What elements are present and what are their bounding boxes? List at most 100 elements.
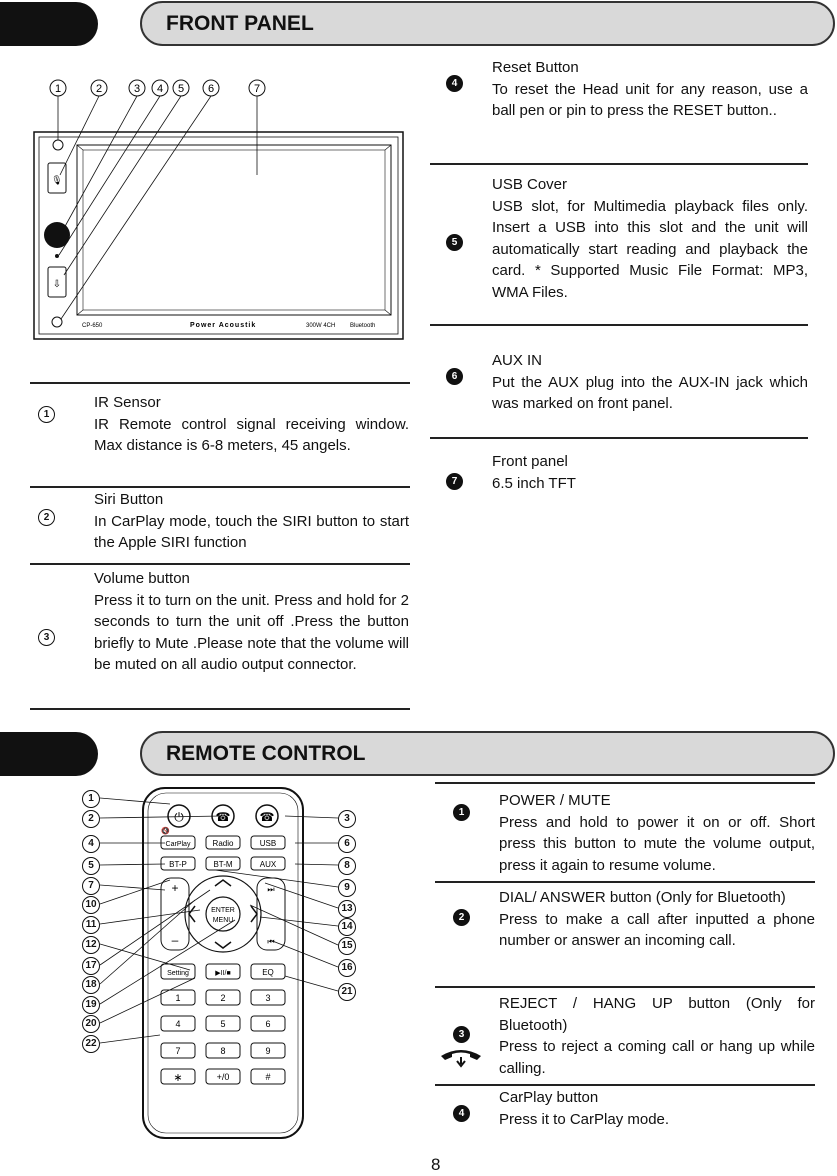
- remote-label-12: 12: [82, 936, 100, 954]
- item-number: 2: [453, 909, 470, 926]
- reset-hole: [55, 254, 59, 258]
- svg-text:2: 2: [96, 83, 102, 95]
- ir-sensor: [52, 139, 64, 151]
- remote-label-16: 16: [338, 959, 356, 977]
- item-front-panel: Front panel 6.5 inch TFT: [492, 451, 808, 494]
- remote-control-diagram: ⏻🔇 ☎ ☎ CarPlay Radio USB BT-P BT-M AUX +…: [142, 787, 304, 1139]
- item-title: Volume button: [94, 570, 190, 587]
- item-number: 7: [446, 473, 463, 490]
- diagram-label-4: 4: [151, 79, 169, 97]
- key-plus0: +/0: [217, 1072, 230, 1082]
- divider: [30, 382, 410, 384]
- item-body: Put the AUX plug into the AUX-IN jack wh…: [492, 373, 808, 413]
- svg-text:5: 5: [178, 83, 184, 95]
- remote-leader-lines: [99, 797, 339, 1044]
- remote-control-title: REMOTE CONTROL: [166, 742, 366, 765]
- eq-button: EQ: [262, 968, 274, 977]
- item-number: 4: [453, 1105, 470, 1122]
- svg-text:–: –: [172, 933, 179, 947]
- item-number: 3: [38, 629, 55, 646]
- divider: [435, 881, 815, 883]
- divider: [435, 782, 815, 784]
- remote-body: [142, 787, 304, 1139]
- item-number: 5: [446, 234, 463, 251]
- item-title: DIAL/ ANSWER button (Only for Bluetooth): [499, 889, 786, 906]
- svg-text:☎: ☎: [260, 810, 275, 824]
- item-number: 6: [446, 368, 463, 385]
- svg-text:1: 1: [55, 83, 61, 95]
- divider: [30, 563, 410, 565]
- menu-label: MENU: [213, 917, 234, 924]
- item-body: 6.5 inch TFT: [492, 474, 576, 492]
- device-model: CP-650: [82, 323, 103, 329]
- device-brand: Power Acoustik: [190, 322, 256, 329]
- device-spec: 300W 4CH: [306, 323, 335, 329]
- svg-text:⏭: ⏭: [267, 885, 274, 894]
- divider: [30, 486, 410, 488]
- item-number: 4: [446, 75, 463, 92]
- item-body: In CarPlay mode, touch the SIRI button t…: [94, 512, 409, 552]
- page-number: 8: [431, 1155, 441, 1174]
- item-body: Press to reject a coming call or hang up…: [499, 1038, 815, 1077]
- item-aux-in: AUX IN Put the AUX plug into the AUX-IN …: [492, 350, 808, 415]
- setting-button: Setting: [167, 970, 189, 977]
- svg-text:7: 7: [254, 83, 260, 95]
- key-9: 9: [265, 1046, 270, 1056]
- aux-button: AUX: [260, 860, 277, 869]
- svg-text:6: 6: [208, 83, 214, 95]
- aux-jack: [51, 316, 63, 328]
- svg-text:⇩: ⇩: [53, 279, 61, 290]
- bt-p-button: BT-P: [169, 860, 187, 869]
- item-title: REJECT / HANG UP button (Only for Blueto…: [499, 995, 815, 1034]
- front-panel-diagram: 1 2 3 4 5 6 7 🎙 ⇩ CP-650 Power Acoustik …: [33, 79, 404, 340]
- svg-text:4: 4: [157, 83, 163, 95]
- diagram-label-7: 7: [248, 79, 266, 97]
- remote-label-3: 3: [338, 810, 356, 828]
- item-title: POWER / MUTE: [499, 792, 611, 809]
- reject-button: ☎: [255, 804, 279, 828]
- item-title: Front panel: [492, 453, 568, 470]
- svg-text:3: 3: [134, 83, 140, 95]
- item-body: Press to make a call after inputted a ph…: [499, 910, 815, 950]
- item-body: USB slot, for Multimedia playback files …: [492, 197, 808, 301]
- remote-label-22: 22: [82, 1035, 100, 1053]
- item-title: Siri Button: [94, 491, 164, 508]
- hang-up-icon: [441, 1050, 481, 1068]
- item-body: To reset the Head unit for any reason, u…: [492, 80, 808, 120]
- divider: [30, 708, 410, 710]
- key-7: 7: [175, 1046, 180, 1056]
- item-body: Press it to CarPlay mode.: [499, 1110, 670, 1128]
- remote-label-10: 10: [82, 896, 100, 914]
- svg-text:+: +: [171, 881, 178, 895]
- item-number: 2: [38, 509, 55, 526]
- key-8: 8: [220, 1046, 225, 1056]
- item-power-mute: POWER / MUTE Press and hold to power it …: [499, 790, 815, 876]
- svg-text:🔇: 🔇: [161, 826, 170, 835]
- item-reset-button: Reset Button To reset the Head unit for …: [492, 57, 808, 122]
- diagram-label-2: 2: [90, 79, 108, 97]
- key-star: ∗: [173, 1072, 182, 1084]
- item-number: 3: [453, 1026, 470, 1043]
- item-dial-answer: DIAL/ ANSWER button (Only for Bluetooth)…: [499, 887, 815, 952]
- remote-label-13: 13: [338, 900, 356, 918]
- item-title: IR Sensor: [94, 394, 161, 411]
- diagram-label-5: 5: [172, 79, 190, 97]
- section-tab-front: [0, 2, 98, 46]
- item-carplay-button: CarPlay button Press it to CarPlay mode.: [499, 1087, 815, 1130]
- section-tab-remote: [0, 732, 98, 776]
- play-pause-button: ▶II/■: [215, 970, 230, 977]
- svg-text:🎙: 🎙: [51, 175, 62, 185]
- svg-text:⏮: ⏮: [267, 937, 274, 946]
- item-title: USB Cover: [492, 176, 568, 193]
- remote-label-20: 20: [82, 1015, 100, 1033]
- remote-label-15: 15: [338, 937, 356, 955]
- usb-cover: [47, 266, 67, 298]
- carplay-button: CarPlay: [166, 841, 191, 848]
- key-5: 5: [220, 1019, 225, 1029]
- remote-label-8: 8: [338, 857, 356, 875]
- item-usb-cover: USB Cover USB slot, for Multimedia playb…: [492, 174, 808, 303]
- divider: [435, 1084, 815, 1086]
- item-siri-button: Siri Button In CarPlay mode, touch the S…: [94, 489, 409, 554]
- remote-label-17: 17: [82, 957, 100, 975]
- item-title: Reset Button: [492, 59, 579, 76]
